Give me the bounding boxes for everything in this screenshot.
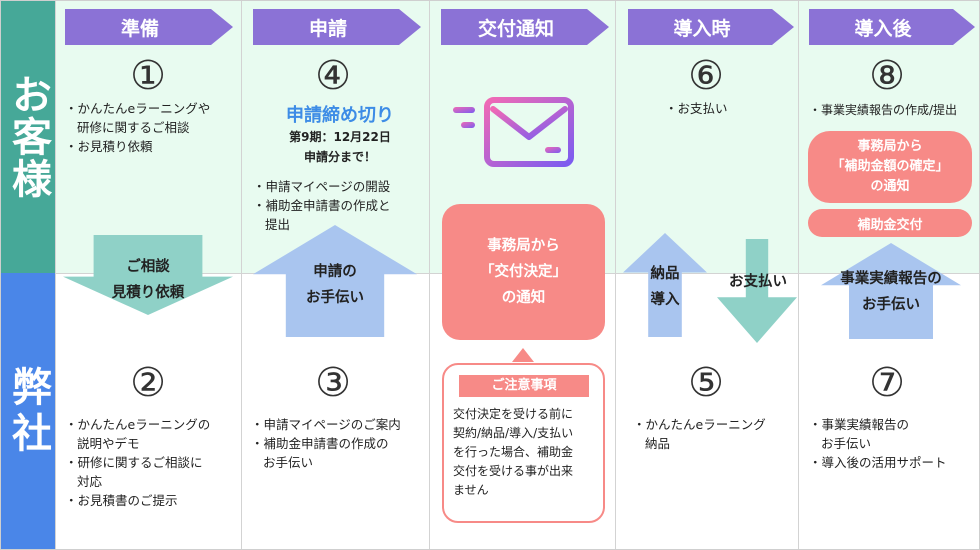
step3-line: ・補助金申請書の作成の <box>251 436 389 451</box>
row-label-customer: お客様 <box>1 1 55 273</box>
row-label-customer-text: お客様 <box>5 74 51 200</box>
step8-line: ・事業実績報告の作成/提出 <box>809 103 958 117</box>
step-number-4: ④ <box>315 53 351 99</box>
step-number-7: ⑦ <box>869 360 905 406</box>
deadline-date: 第9期：12月22日 <box>289 130 391 144</box>
notify-line: 事務局から <box>487 238 560 254</box>
arrow-label-report-help: 事業実績報告の お手伝い <box>806 266 976 318</box>
phase-header-install: 導入時 <box>628 9 794 45</box>
phase-label: 導入後 <box>854 17 912 40</box>
grant-payment-label: 補助金交付 <box>857 217 923 233</box>
arrow-label-line: 納品 <box>650 266 680 282</box>
caution-line: ません <box>453 483 489 497</box>
arrow-label-line: 見積り依頼 <box>111 285 185 301</box>
step2-line: ・研修に関するご相談に <box>65 455 203 470</box>
divider <box>798 1 799 549</box>
step-number-3: ③ <box>315 360 351 406</box>
step2-line: ・かんたんeラーニングの <box>65 417 211 432</box>
step3-line: ・申請マイページのご案内 <box>251 417 401 432</box>
divider <box>55 1 56 549</box>
step7-line: お手伝い <box>821 436 872 451</box>
step7-line: ・事業実績報告の <box>809 417 910 432</box>
step1-line: ・お見積り依頼 <box>65 139 153 154</box>
step4-line: ・補助金申請書の作成と <box>253 198 391 213</box>
arrow-label-payment: お支払い <box>729 274 787 290</box>
phase-header-apply: 申請 <box>253 9 421 45</box>
step1-line: 研修に関するご相談 <box>77 120 190 135</box>
step8-text: ・事業実績報告の作成/提出 <box>809 101 979 120</box>
phase-header-notice: 交付通知 <box>441 9 609 45</box>
notify-line: の通知 <box>501 290 546 306</box>
deadline-title: 申請締め切り <box>286 105 394 126</box>
step6-text: ・お支払い <box>665 99 795 118</box>
deadline-note: 申請分まで！ <box>303 150 376 164</box>
phase-label: 導入時 <box>673 17 731 40</box>
divider <box>615 1 616 549</box>
notice-line: 「補助金額の確定」 <box>831 159 949 174</box>
step3-line: お手伝い <box>263 455 314 470</box>
caution-line: を行った場合、補助金 <box>453 445 574 459</box>
step4-line: 提出 <box>265 217 291 232</box>
step7-text: ・事業実績報告の お手伝い ・導入後の活用サポート <box>809 415 979 472</box>
caution-pointer <box>512 348 534 362</box>
step2-line: ・お見積書のご提示 <box>65 493 178 508</box>
arrow-label-apply-help: 申請の お手伝い <box>253 259 417 311</box>
step4-text: ・申請マイページの開設 ・補助金申請書の作成と 提出 <box>253 177 429 234</box>
step-number-1: ① <box>130 53 166 99</box>
caution-line: 交付を受ける事が出来 <box>453 464 574 478</box>
step-number-5: ⑤ <box>688 360 724 406</box>
arrow-label-consult: ご相談 見積り依頼 <box>63 254 233 306</box>
arrow-label-line: 申請の <box>313 264 357 280</box>
row-label-company: 弊社 <box>1 273 55 549</box>
step-number-2: ② <box>130 360 166 406</box>
row-label-company-text: 弊社 <box>5 366 51 458</box>
grant-amount-notice: 事務局から 「補助金額の確定」 の通知 <box>808 131 972 203</box>
step5-text: ・かんたんeラーニング 納品 <box>633 415 798 453</box>
arrow-label-line: 導入 <box>650 292 680 308</box>
phase-label: 準備 <box>120 17 159 40</box>
step-number-8: ⑧ <box>869 53 905 99</box>
arrow-label-line: お手伝い <box>862 297 920 313</box>
arrow-label-line: お手伝い <box>306 290 364 306</box>
step3-text: ・申請マイページのご案内 ・補助金申請書の作成の お手伝い <box>251 415 429 472</box>
phase-header-prep: 準備 <box>65 9 233 45</box>
notice-line: の通知 <box>870 179 910 194</box>
caution-line: 契約/納品/導入/支払い <box>453 426 574 440</box>
step7-line: ・導入後の活用サポート <box>809 455 947 470</box>
step5-line: 納品 <box>645 436 671 451</box>
step1-line: ・かんたんeラーニングや <box>65 101 211 116</box>
step-number-6: ⑥ <box>688 53 724 99</box>
step5-line: ・かんたんeラーニング <box>633 417 766 432</box>
caution-text: 交付決定を受ける前に 契約/納品/導入/支払い を行った場合、補助金 交付を受け… <box>453 405 603 500</box>
caution-line: 交付決定を受ける前に <box>453 407 574 421</box>
arrow-label-delivery: 納品 導入 <box>623 261 707 313</box>
grant-payment-badge: 補助金交付 <box>808 209 972 237</box>
step2-line: 対応 <box>77 474 103 489</box>
grant-decision-notice: 事務局から 「交付決定」 の通知 <box>442 204 605 340</box>
notice-line: 事務局から <box>857 139 923 154</box>
arrow-label-line: ご相談 <box>126 259 170 275</box>
divider <box>241 1 242 549</box>
step4-line: ・申請マイページの開設 <box>253 179 391 194</box>
phase-header-after: 導入後 <box>809 9 975 45</box>
step6-line: ・お支払い <box>665 101 728 116</box>
step1-text: ・かんたんeラーニングや 研修に関するご相談 ・お見積り依頼 <box>65 99 240 156</box>
phase-label: 申請 <box>308 17 347 40</box>
caution-title: ご注意事項 <box>459 375 589 397</box>
step2-line: 説明やデモ <box>77 436 140 451</box>
notify-line: 「交付決定」 <box>480 264 567 280</box>
divider <box>429 1 430 549</box>
arrow-label-line: 事業実績報告の <box>840 271 942 287</box>
envelope-icon <box>453 97 574 167</box>
phase-label: 交付通知 <box>477 17 554 40</box>
step2-text: ・かんたんeラーニングの 説明やデモ ・研修に関するご相談に 対応 ・お見積書の… <box>65 415 240 510</box>
